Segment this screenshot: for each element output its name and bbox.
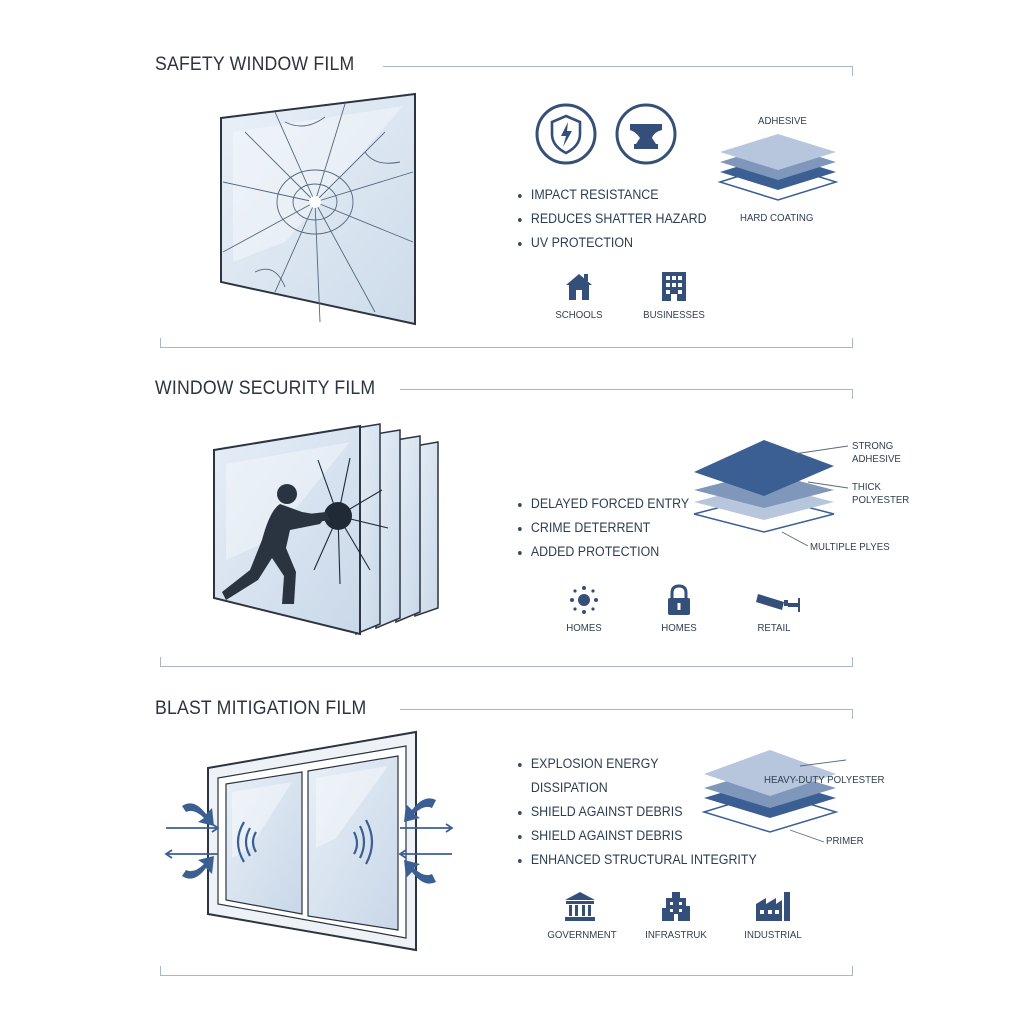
layer-label-primer: PRIMER — [826, 835, 864, 847]
layer-label-line: ADHESIVE — [852, 453, 901, 465]
section-blast-film: BLAST MITIGATION FILM — [155, 698, 885, 976]
layer-label-hard-coating: HARD COATING — [740, 212, 814, 224]
office-building-icon — [659, 270, 689, 302]
film-layers-diagram — [712, 128, 842, 204]
application-label: SCHOOLS — [555, 309, 603, 321]
infrastructure-icon — [660, 890, 692, 922]
layer-label-line: STRONG — [852, 440, 894, 452]
feature-item: SHIELD AGAINST DEBRIS — [518, 824, 757, 848]
feature-item: SHIELD AGAINST DEBRIS — [518, 800, 757, 824]
application-label: INDUSTRIAL — [744, 929, 802, 941]
section-title: WINDOW SECURITY FILM — [155, 378, 376, 399]
film-layers-diagram — [700, 746, 850, 846]
feature-item: ENHANCED STRUCTURAL INTEGRITY — [518, 848, 757, 872]
anvil-icon — [614, 102, 678, 166]
application-label: INFRASTRUK — [645, 929, 707, 941]
divider-end — [852, 709, 853, 719]
security-camera-icon — [754, 588, 802, 614]
blast-window-illustration — [160, 728, 460, 956]
section-title: BLAST MITIGATION FILM — [155, 698, 367, 719]
shield-lightning-icon — [534, 102, 598, 166]
section-security-film: WINDOW SECURITY FILM — [155, 378, 909, 667]
section-title: SAFETY WINDOW FILM — [155, 54, 355, 75]
divider — [400, 709, 853, 710]
factory-icon — [754, 890, 794, 922]
application-label: RETAIL — [757, 622, 791, 634]
divider-end — [852, 338, 853, 348]
padlock-icon — [666, 584, 692, 616]
divider-end — [160, 966, 161, 976]
feature-list: IMPACT RESISTANCE REDUCES SHATTER HAZARD… — [518, 183, 723, 255]
film-layers-diagram — [690, 436, 850, 546]
application-label: BUSINESSES — [643, 309, 705, 321]
divider-end — [852, 66, 853, 76]
application-label: HOMES — [661, 622, 697, 634]
feature-item: ADDED PROTECTION — [518, 540, 689, 564]
divider — [400, 389, 853, 390]
feature-item-continued: DISSIPATION — [530, 780, 608, 795]
divider-end — [852, 389, 853, 399]
divider — [160, 666, 853, 667]
divider — [383, 66, 853, 67]
feature-item: REDUCES SHATTER HAZARD — [518, 207, 707, 231]
layer-label-heavy-duty-polyester: HEAVY-DUTY POLYESTER — [764, 774, 885, 786]
home-network-icon — [568, 585, 600, 615]
application-label: HOMES — [566, 622, 602, 634]
application-label: GOVERNMENT — [547, 929, 617, 941]
divider-end — [852, 966, 853, 976]
layer-label-line: POLYESTER — [852, 494, 910, 506]
divider — [160, 975, 853, 976]
divider-end — [160, 657, 161, 667]
section-safety-film: SAFETY WINDOW FILM — [0, 0, 1024, 360]
feature-list: EXPLOSION ENERGY DISSIPATION SHIELD AGAI… — [518, 752, 778, 872]
divider-end — [160, 338, 161, 348]
house-icon — [563, 270, 595, 302]
shattered-glass-illustration — [215, 92, 425, 332]
divider-end — [852, 657, 853, 667]
forced-entry-illustration — [210, 420, 445, 640]
layer-label-adhesive: ADHESIVE — [758, 115, 807, 127]
divider — [160, 347, 853, 348]
layer-label-multiple-plyes: MULTIPLE PLYES — [810, 541, 890, 553]
feature-item: UV PROTECTION — [518, 231, 707, 255]
feature-list: DELAYED FORCED ENTRY CRIME DETERRENT ADD… — [518, 492, 704, 564]
government-building-icon — [563, 890, 597, 922]
feature-item: DELAYED FORCED ENTRY — [518, 492, 689, 516]
feature-item: IMPACT RESISTANCE — [518, 183, 707, 207]
feature-item: CRIME DETERRENT — [518, 516, 689, 540]
layer-label-line: THICK — [852, 481, 881, 493]
feature-item: EXPLOSION ENERGY — [518, 752, 757, 776]
